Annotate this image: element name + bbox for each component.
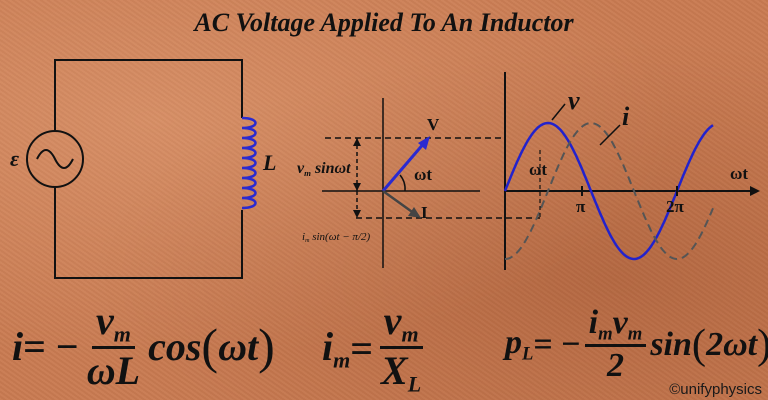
circuit-wire <box>54 59 243 130</box>
current-fraction: vm ωL <box>86 298 141 393</box>
ac-source-icon <box>26 130 84 188</box>
circuit-wire <box>54 188 243 279</box>
pi-label: π <box>576 197 586 216</box>
circuit-diagram <box>26 59 243 279</box>
phasor-angle-label: ωt <box>414 165 433 184</box>
wave-graph <box>503 72 760 270</box>
amplitude-formula: im = vm XL <box>322 300 429 397</box>
angle-arc <box>399 174 406 192</box>
inductor-coil-icon <box>241 116 257 210</box>
current-phasor-label: I <box>421 203 428 222</box>
phasor-arrows <box>353 136 430 218</box>
voltage-phasor-label: V <box>427 115 440 134</box>
voltage-phasor-arrow <box>381 141 427 192</box>
source-label: ε <box>10 146 20 171</box>
credit-text: ©unifyphysics <box>669 381 762 398</box>
power-fraction: imvm 2 <box>584 305 647 385</box>
wt-marker-label: ωt <box>529 160 548 179</box>
x-axis-arrowhead-icon <box>750 186 760 196</box>
phasor-diagram <box>322 98 540 268</box>
amplitude-fraction: vm XL <box>379 298 423 397</box>
label-pointer <box>551 103 566 121</box>
label-pointer <box>599 124 621 146</box>
current-projection-label: im sin(ωt − π/2) <box>302 231 371 245</box>
dimension-arrowhead-icon <box>353 138 361 146</box>
voltage-projection-label: vm sinωt <box>297 160 351 179</box>
current-phasor-arrow <box>382 189 416 216</box>
current-formula: i = − vm ωL cos (ωt) <box>12 298 275 393</box>
two-pi-label: 2π <box>666 197 684 216</box>
ac-sine-icon <box>36 149 74 169</box>
x-axis-label: ωt <box>730 164 749 183</box>
current-arrowhead-icon <box>408 207 421 218</box>
voltage-arrowhead-icon <box>418 136 430 150</box>
current-wave-label: i <box>622 102 630 131</box>
page-title: AC Voltage Applied To An Inductor <box>194 8 574 37</box>
inductor-label: L <box>263 150 277 175</box>
dimension-arrowhead-icon <box>353 183 361 191</box>
dimension-arrowhead-icon <box>353 210 361 218</box>
voltage-wave <box>503 121 714 261</box>
voltage-wave-label: v <box>568 86 580 115</box>
power-formula: pL = − imvm 2 sin (2ωt) <box>505 304 768 385</box>
